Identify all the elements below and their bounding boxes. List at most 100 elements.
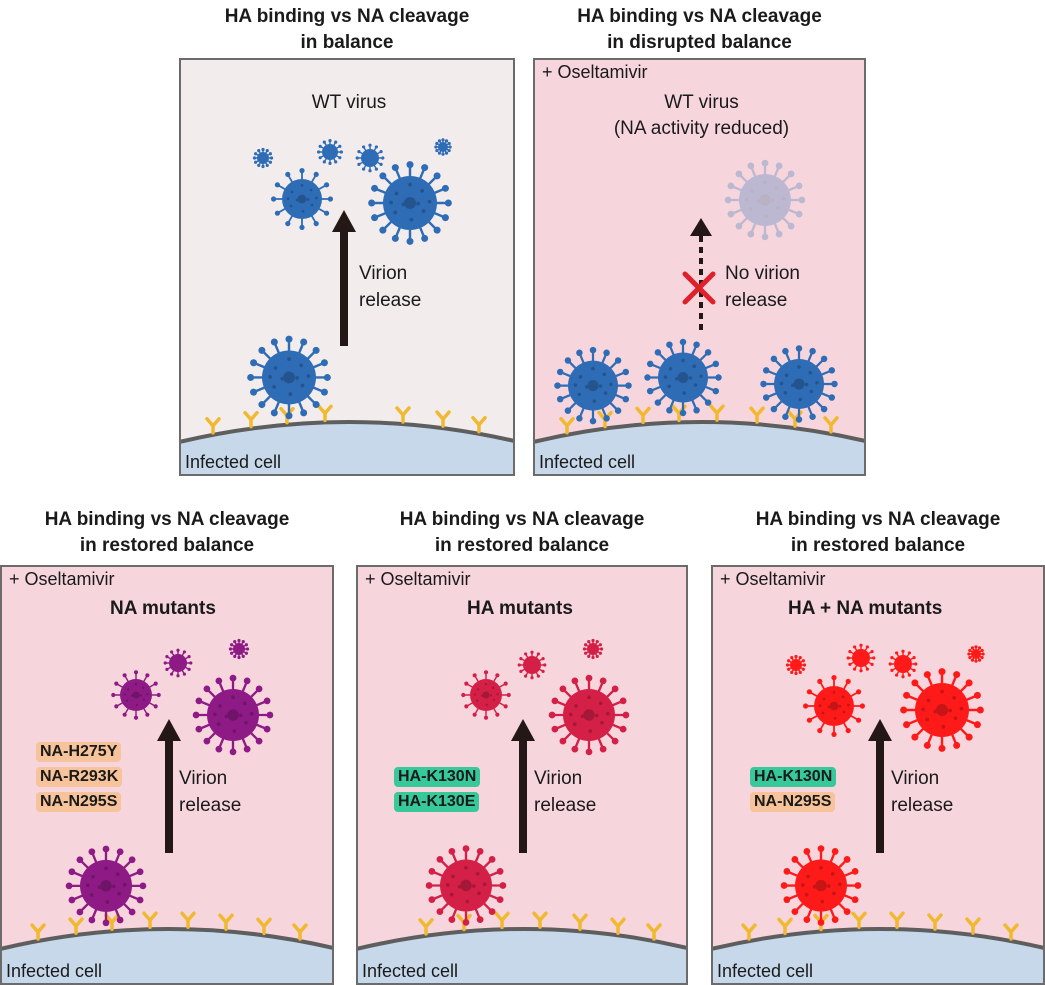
released-virion <box>461 670 511 720</box>
released-virion <box>163 648 193 678</box>
panel-1-heading-line-2: in balance <box>300 32 394 53</box>
infected-cell <box>358 927 686 983</box>
released-virion <box>434 138 452 156</box>
budding-virion <box>760 345 838 423</box>
receptor <box>205 417 221 435</box>
receptor <box>851 911 867 930</box>
receptor <box>741 923 757 941</box>
receptor <box>709 404 725 422</box>
cell-membrane <box>713 927 1043 951</box>
receptor <box>777 917 793 936</box>
released-virion <box>271 168 333 230</box>
treatment-label: + Oseltamivir <box>542 62 648 82</box>
mutant-label: NA mutants <box>110 598 216 619</box>
infected-cell <box>535 420 864 474</box>
released-virion <box>582 638 604 660</box>
mutant-label: HA mutants <box>467 598 573 619</box>
released-virion <box>803 675 865 737</box>
release-label: Virion release <box>179 765 241 819</box>
treatment-label: + Oseltamivir <box>9 569 115 589</box>
treatment-label: + Oseltamivir <box>365 569 471 589</box>
mutation-chip-na-r293k: NA-R293K <box>36 767 123 787</box>
receptor <box>749 406 765 424</box>
receptor <box>180 911 196 930</box>
blocked-release-arrow <box>690 218 712 330</box>
panel-2-illustration <box>535 60 864 474</box>
mutation-chip-na-n295s: NA-N295S <box>36 792 122 812</box>
released-virion <box>192 674 274 756</box>
release-arrow <box>868 719 892 853</box>
budding-virion <box>65 845 147 927</box>
panel-4-heading-line-1: HA binding vs NA cleavage <box>399 509 645 530</box>
panel-3-na-mutants: + Oseltamivir NA mutants NA-H275Y NA-R29… <box>0 565 334 985</box>
release-label-line-2: release <box>891 795 954 816</box>
release-label: Virion release <box>359 260 421 314</box>
mutation-chip-ha-k130n: HA-K130N <box>394 767 481 787</box>
infected-cell-label: Infected cell <box>362 961 459 981</box>
cell-membrane <box>358 927 686 951</box>
receptor <box>572 913 588 931</box>
panel-5-illustration <box>713 567 1043 983</box>
panel-2-heading-line-2: in disrupted balance <box>607 32 792 53</box>
infected-cell <box>181 420 513 474</box>
receptor <box>823 416 839 434</box>
cell-membrane <box>535 420 864 444</box>
cell-membrane <box>181 420 513 444</box>
cell-body <box>535 422 864 474</box>
release-label-line-1: Virion <box>891 768 940 789</box>
cell-body <box>713 929 1043 983</box>
receptor <box>418 918 434 936</box>
release-label: Virion release <box>534 765 596 819</box>
cell-body <box>181 422 513 474</box>
release-label: No virion release <box>725 260 800 314</box>
cell-membrane <box>2 927 332 951</box>
released-virion <box>900 668 984 752</box>
infected-cell-label: Infected cell <box>717 961 814 981</box>
released-virion <box>785 654 807 676</box>
panel-5-heading: HA binding vs NA cleavage in restored ba… <box>711 507 1045 559</box>
mutation-chip-na-h275y: NA-H275Y <box>36 742 122 762</box>
released-virion <box>252 147 274 169</box>
released-virion <box>548 674 630 756</box>
virus-label: WT virus <box>311 92 387 113</box>
receptor <box>317 404 333 423</box>
released-virion <box>888 649 918 679</box>
ghost-virion <box>724 159 806 241</box>
budding-virion <box>644 338 722 417</box>
receptor <box>256 917 272 936</box>
blocked-x-icon <box>682 271 716 305</box>
budding-virion <box>554 346 632 425</box>
virus-label: WT virus <box>664 92 739 113</box>
receptor <box>30 923 46 941</box>
release-label-line-1: Virion <box>534 768 583 789</box>
receptor <box>218 913 234 932</box>
receptor <box>1003 923 1019 941</box>
sialic-acid-receptors <box>30 911 308 941</box>
release-label-line-1: Virion <box>179 768 228 789</box>
released-virion <box>228 638 250 660</box>
panel-1-heading-line-1: HA binding vs NA cleavage <box>224 6 470 27</box>
panel-2-heading-line-1: HA binding vs NA cleavage <box>577 6 822 27</box>
released-virion <box>355 143 385 173</box>
panel-2-wt-oseltamivir: + Oseltamivir WT virus (NA activity redu… <box>533 58 866 476</box>
receptor <box>243 410 259 429</box>
infected-cell-label: Infected cell <box>539 452 636 472</box>
receptor <box>471 415 487 434</box>
panel-5-heading-line-2: in restored balance <box>790 535 966 556</box>
infected-cell-label: Infected cell <box>185 452 282 472</box>
release-label: Virion release <box>891 765 953 819</box>
receptor <box>889 911 905 929</box>
receptor <box>635 406 651 425</box>
receptor <box>395 406 411 424</box>
mutation-chip-ha-k130n: HA-K130N <box>750 767 837 787</box>
budding-virion <box>425 845 507 926</box>
receptor <box>532 911 548 929</box>
budding-virion <box>247 335 331 420</box>
panel-1-heading: HA binding vs NA cleavage in balance <box>179 4 515 56</box>
receptor <box>965 917 981 935</box>
released-virion <box>368 161 452 245</box>
released-virion <box>846 643 876 673</box>
infected-cell-label: Infected cell <box>6 961 103 981</box>
released-virion <box>111 670 161 720</box>
receptor <box>292 923 308 941</box>
